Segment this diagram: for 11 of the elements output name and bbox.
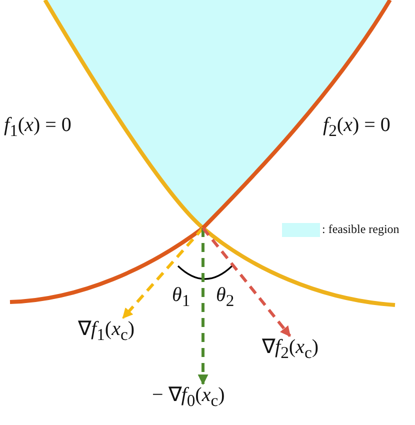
angle-label: θ$_{1}$: [172, 284, 190, 312]
equation-label: f$_{1}$(x) = 0: [4, 114, 72, 142]
arrow: [198, 228, 208, 386]
arrow: [202, 227, 292, 337]
legend-text: : feasible region: [322, 222, 400, 237]
arrow: [122, 227, 204, 319]
equation-label: f$_{2}$(x) = 0: [323, 114, 390, 142]
vector-label: − ∇f$_{0}$(x$_{c}$): [152, 384, 225, 412]
angle-label: θ$_{2}$: [216, 284, 234, 312]
vector-label: ∇f$_{2}$(x$_{c}$): [262, 336, 319, 364]
vector-label: ∇f$_{1}$(x$_{c}$): [78, 318, 135, 346]
